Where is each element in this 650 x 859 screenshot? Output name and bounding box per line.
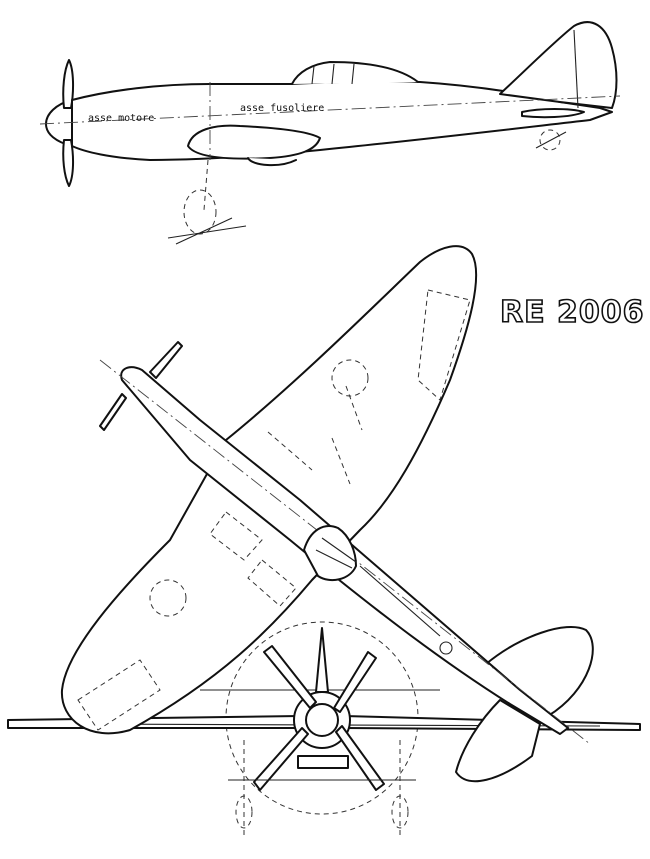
front-spinner: [305, 703, 339, 737]
front-view: [7, 621, 641, 836]
side-canopy: [291, 61, 419, 85]
side-radiator: [247, 157, 297, 166]
label-engine-axis: asse motore: [88, 113, 154, 124]
side-propeller: [62, 59, 75, 187]
plan-view: [60, 245, 594, 783]
side-view: asse motore asse fusoliere: [39, 21, 621, 245]
side-fin: [499, 21, 618, 109]
plan-propeller: [99, 341, 183, 431]
side-tailplane: [521, 108, 585, 119]
label-fuselage-axis: asse fusoliere: [240, 103, 324, 114]
diagram-title: RE 2006: [500, 295, 645, 330]
front-blades: [253, 645, 385, 791]
front-radiator: [297, 755, 349, 769]
plan-cockpit: [303, 525, 357, 582]
side-wing-root: [187, 124, 321, 160]
plan-tailplane-lower: [455, 699, 541, 783]
